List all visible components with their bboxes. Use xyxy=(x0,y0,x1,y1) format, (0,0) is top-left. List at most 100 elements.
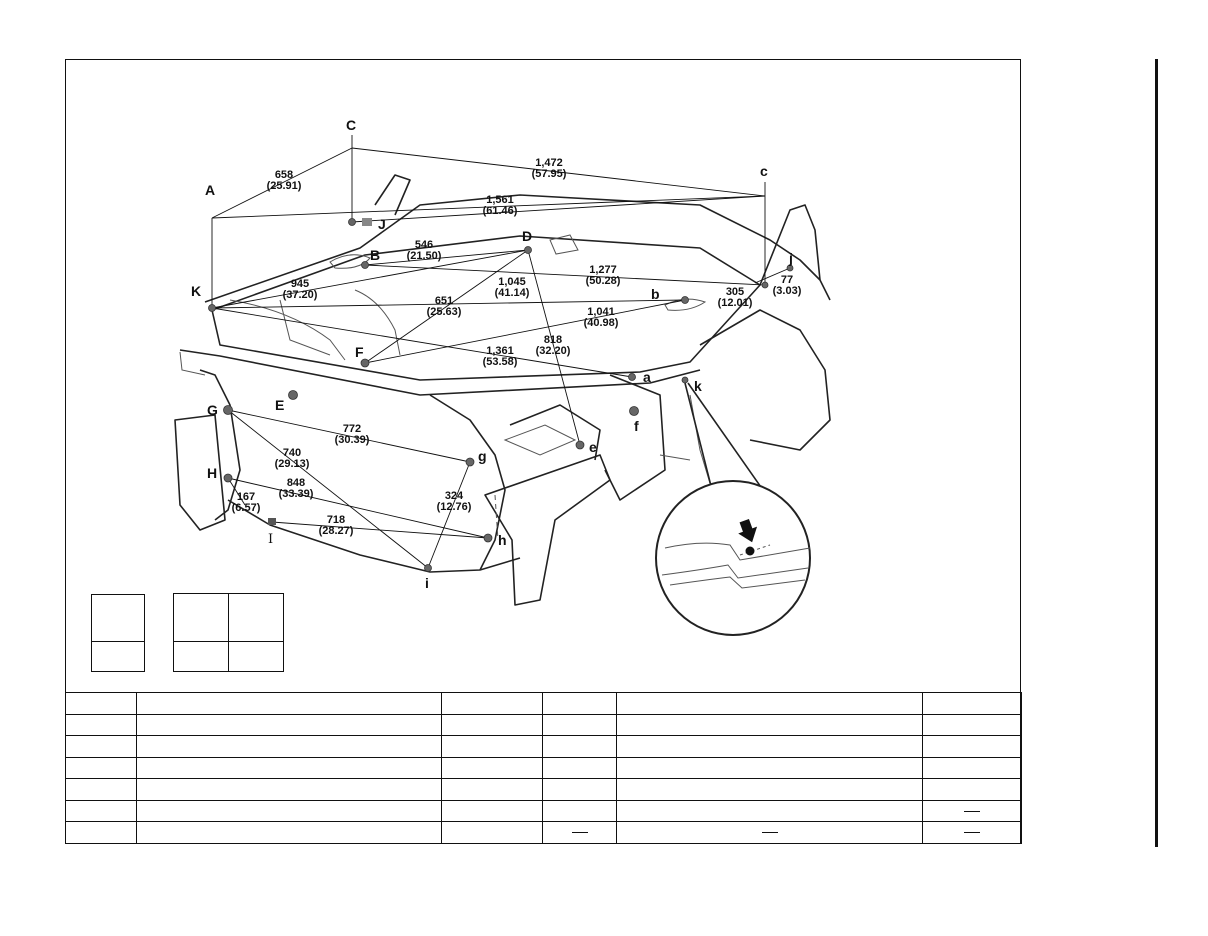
dimension-in-77: (3.03) xyxy=(773,285,802,297)
diagram-frame xyxy=(65,59,1021,844)
dimension-mm-658: 658 xyxy=(275,169,293,181)
dimension-in-658: (25.91) xyxy=(267,180,302,192)
dimension-mm-305: 305 xyxy=(726,286,744,298)
dimension-in-818: (32.20) xyxy=(536,345,571,357)
table-cell xyxy=(616,692,923,715)
point-j-dot xyxy=(786,264,794,272)
dimension-in-772: (30.39) xyxy=(335,434,370,446)
table-cell xyxy=(542,692,617,715)
dimension-mm-77: 77 xyxy=(781,274,793,286)
table-cell xyxy=(136,778,442,801)
table-cell xyxy=(616,778,923,801)
label-a: a xyxy=(643,369,651,385)
label-F: F xyxy=(355,344,364,360)
label-i: i xyxy=(425,575,429,591)
table-cell xyxy=(542,756,617,780)
page-edge-rule xyxy=(1155,59,1158,847)
label-k: k xyxy=(694,378,702,394)
point-E-dot xyxy=(288,390,298,400)
point-h-dot xyxy=(483,533,493,543)
dimension-mm-945: 945 xyxy=(291,278,309,290)
table-cell xyxy=(136,713,442,737)
table-cell xyxy=(542,799,617,823)
table-cell xyxy=(441,735,543,758)
dimension-mm-848: 848 xyxy=(287,477,305,489)
dimension-mm-740: 740 xyxy=(283,447,301,459)
label-J: J xyxy=(378,216,386,232)
dash-mark xyxy=(964,832,980,834)
label-roman-I: I xyxy=(268,532,273,547)
dimension-mm-546: 546 xyxy=(415,239,433,251)
table-cell xyxy=(922,713,1022,737)
table-cell xyxy=(136,821,442,844)
point-b-dot xyxy=(681,296,689,304)
measurement-points xyxy=(208,218,794,572)
table-cell xyxy=(616,713,923,737)
table-cell xyxy=(922,778,1022,801)
dimension-in-1361: (53.58) xyxy=(483,356,518,368)
dimension-labels: 658(25.91)1,472(57.95)1,561(61.46)546(21… xyxy=(232,157,802,537)
table-row xyxy=(65,713,1022,737)
dimension-mm-1561: 1,561 xyxy=(486,194,514,206)
arrow-icon xyxy=(738,518,758,543)
table-row xyxy=(65,799,1022,823)
dimension-mm-1361: 1,361 xyxy=(486,345,514,357)
dimension-in-1561: (61.46) xyxy=(483,205,518,217)
table-cell xyxy=(65,756,137,780)
point-B-dot xyxy=(361,261,369,269)
label-C: C xyxy=(346,117,356,133)
dimension-in-945: (37.20) xyxy=(283,289,318,301)
table-cell xyxy=(542,713,617,737)
label-K: K xyxy=(191,283,201,299)
table-cell xyxy=(616,735,923,758)
point-F-dot xyxy=(360,358,370,368)
table-cell xyxy=(441,778,543,801)
table-cell xyxy=(65,821,137,844)
table-cell xyxy=(136,799,442,823)
table-cell xyxy=(65,799,137,823)
dimension-mm-1041: 1,041 xyxy=(587,306,615,318)
table-cell xyxy=(542,735,617,758)
dimension-in-740: (29.13) xyxy=(275,458,310,470)
reference-box-single xyxy=(91,594,145,672)
table-cell xyxy=(65,692,137,715)
dimension-in-1045: (41.14) xyxy=(495,287,530,299)
table-cell xyxy=(65,713,137,737)
label-E: E xyxy=(275,397,284,413)
table-cell xyxy=(542,821,617,844)
table-cell xyxy=(616,756,923,780)
dimension-in-718: (28.27) xyxy=(319,525,354,537)
table-cell xyxy=(616,821,923,844)
label-D: D xyxy=(522,228,532,244)
detail-point-dot xyxy=(745,546,755,556)
table-cell xyxy=(922,692,1022,715)
point-i-dot xyxy=(424,564,432,572)
dimension-mm-324: 324 xyxy=(445,490,464,502)
label-e: e xyxy=(589,439,597,455)
table-cell xyxy=(441,756,543,780)
dash-mark xyxy=(964,810,980,812)
dimension-mm-1045: 1,045 xyxy=(498,276,526,288)
point-D-dot xyxy=(524,246,532,254)
point-g-dot xyxy=(465,457,475,467)
point-e-dot xyxy=(575,440,585,450)
detail-callout xyxy=(655,382,811,636)
table-row xyxy=(65,778,1022,801)
dimension-mm-718: 718 xyxy=(327,514,345,526)
label-G: G xyxy=(207,402,218,418)
point-k-dot xyxy=(681,376,689,384)
measurement-lines xyxy=(211,135,791,569)
dimension-in-1277: (50.28) xyxy=(586,275,621,287)
reference-box-single-divider xyxy=(91,641,145,642)
table-cell xyxy=(441,713,543,737)
point-c-dot xyxy=(761,281,769,289)
dimension-in-1472: (57.95) xyxy=(532,168,567,180)
table-cell xyxy=(616,799,923,823)
dimension-in-305: (12.01) xyxy=(718,297,753,309)
table-cell xyxy=(922,735,1022,758)
dash-mark xyxy=(761,832,778,834)
point-G-dot xyxy=(223,405,233,415)
table-cell xyxy=(136,756,442,780)
table-cell xyxy=(65,778,137,801)
label-j: j xyxy=(788,250,793,266)
